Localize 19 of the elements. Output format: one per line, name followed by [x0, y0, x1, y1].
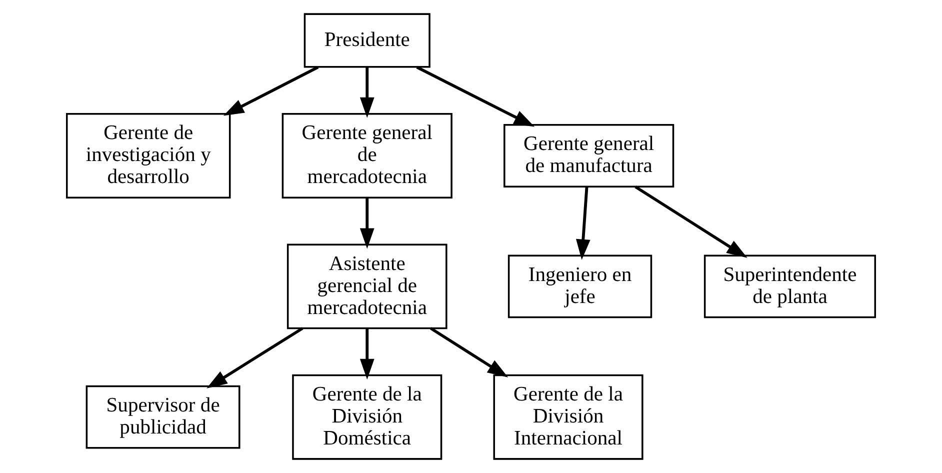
- arrow: [416, 66, 535, 127]
- node-box: Asistente gerencial de mercadotecnia: [286, 244, 448, 330]
- node-box: Superintendente de planta: [704, 254, 876, 318]
- node-box: Ingeniero en jefe: [508, 254, 652, 318]
- node-box: Gerente general de manufactura: [504, 124, 674, 188]
- node-box: Gerente de investigación y desarrollo: [66, 113, 231, 198]
- arrow: [206, 327, 304, 388]
- node-box: Presidente: [304, 13, 430, 68]
- arrow: [360, 198, 374, 249]
- node-box: Gerente general de mercadotecnia: [282, 113, 452, 198]
- arrow: [360, 328, 374, 380]
- arrow: [634, 186, 748, 258]
- node-box: Supervisor de publicidad: [86, 385, 240, 449]
- node-box: Gerente de la División Doméstica: [292, 374, 442, 460]
- node-box: Gerente de la División Internacional: [493, 374, 644, 460]
- arrow: [223, 66, 319, 116]
- arrow: [360, 67, 374, 118]
- arrow: [576, 186, 590, 260]
- arrow: [430, 327, 508, 378]
